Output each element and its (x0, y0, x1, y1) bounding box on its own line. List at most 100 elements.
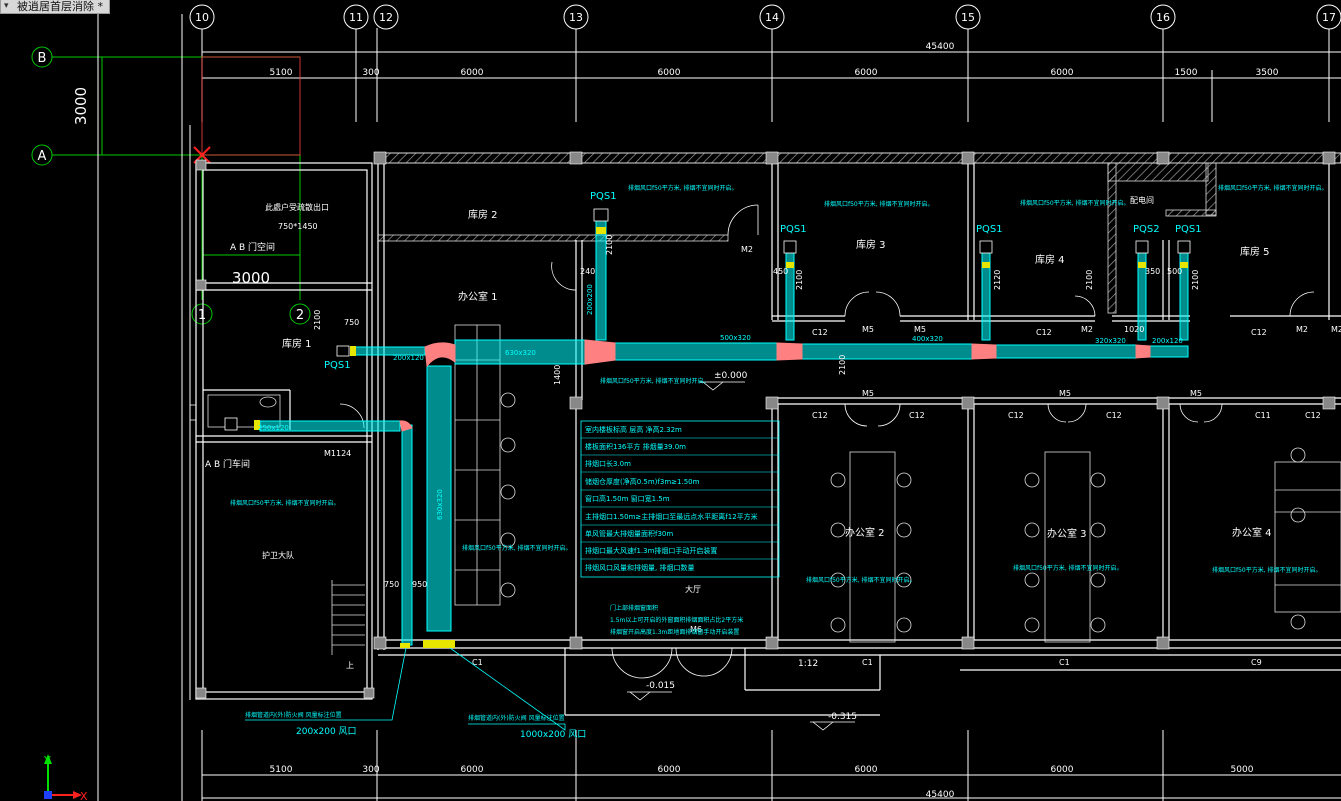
hatched-wall-seg (1165, 209, 1217, 217)
door-swings (190, 204, 1315, 679)
drawing-tab[interactable]: ▾ 被逍居首层消除 * (0, 0, 110, 14)
dim-bottom-1: 300 (362, 765, 379, 775)
table-row: 窗口高1.50m 窗口宽1.5m (585, 494, 670, 503)
leader-lines (245, 647, 566, 731)
dim-bottom-0: 5100 (270, 765, 293, 775)
room-note-6: 排烟风口f50平方米, 排烟不宜同时开启。 (600, 377, 710, 385)
pipe-dim-0: 2100 (605, 235, 614, 255)
furniture (207, 324, 1341, 655)
room-label-lab3: 库房 3 (856, 238, 886, 251)
leader-size-2: 1000x200 风口 (520, 729, 586, 740)
room-note-1: 排烟风口f50平方米, 排烟不宜同时开启。 (628, 184, 738, 192)
dim-top-0: 5100 (270, 68, 293, 78)
pipe-dim-13: 500 (1167, 267, 1182, 276)
dim-bottom-4: 6000 (855, 765, 878, 775)
window-tag-3: C12 (812, 411, 828, 420)
table-row: 主排烟口1.50m≥主排烟口至最远点水平距离f12平方米 (585, 512, 758, 521)
room-label-office1: 办公室 1 (458, 290, 498, 303)
room-label-hall: 大厅 (685, 584, 701, 594)
hatched-wall-seg (1107, 162, 1117, 314)
pipe-dim-8: 750 (384, 580, 399, 589)
pqs-fans[interactable] (224, 208, 1191, 431)
grid-label-14: 14 (765, 11, 779, 24)
hall-note-1: 门上部排烟窗面积 (610, 604, 658, 612)
walls (195, 162, 1341, 716)
pipe-dim-9: 950 (412, 580, 427, 589)
top-hatched-wall (377, 152, 1341, 164)
elevation-zero: ±0.000 (714, 371, 748, 381)
duct-size-4: 200x120 (1152, 337, 1183, 345)
dim-bottom-6: 5000 (1231, 765, 1254, 775)
window-tag-5: C12 (1008, 411, 1024, 420)
grid-label-17: 17 (1322, 11, 1336, 24)
axis-lines (201, 28, 1330, 801)
elevation-minus315: -0.315 (828, 712, 857, 722)
grid-label-local-1: 1 (198, 308, 206, 323)
dim-top-4: 6000 (855, 68, 878, 78)
window-tag-4: C12 (909, 411, 925, 420)
spec-table[interactable]: 室内楼板标高 层高 净高2.32m 楼板面积136平方 排烟量39.0m 排烟口… (580, 420, 780, 578)
pipe-dim-6: 1400 (553, 365, 562, 385)
pipe-dim-5: 2100 (313, 310, 322, 330)
pipe-dim-11: 450 (773, 267, 788, 276)
pqs2-label: PQS2 (1133, 224, 1160, 235)
dim-bottom-2: 6000 (461, 765, 484, 775)
shelter-note: 此處户受疏散出口 (265, 202, 329, 212)
door-tag-m5-e: M5 (914, 325, 926, 334)
elevation-markers (627, 381, 855, 731)
duct-size-8: 200x200 (586, 284, 594, 315)
ucs-icon: Y X (43, 754, 88, 801)
duct-size-7: 250x120 (258, 424, 289, 432)
room-note-5: 排烟风口f50平方米, 排烟不宜同时开启。 (230, 499, 340, 507)
grid-label-A: A (38, 149, 47, 164)
window-tag-6: C12 (1106, 411, 1122, 420)
grid-label-13: 13 (569, 11, 583, 24)
room-note-2: 排烟风口f50平方米, 排烟不宜同时开启。 (824, 200, 934, 208)
green-grid (31, 46, 311, 325)
leader-note-2: 排烟管道内(外)防火阀 风量标注位置 (468, 714, 565, 722)
window-tag-2: C12 (1251, 328, 1267, 337)
window-tag-1: C12 (1036, 328, 1052, 337)
table-row: 楼板面积136平方 排烟量39.0m (585, 442, 686, 451)
grid-label-10: 10 (195, 11, 209, 24)
dim-bottom-3: 6000 (658, 765, 681, 775)
room-note-10: 排烟风口f50平方米, 排烟不宜同时开启。 (1212, 566, 1322, 574)
room-note-3: 排烟风口f50平方米, 排烟不宜同时开启。 (1020, 199, 1130, 207)
room-label-office2: 办公室 2 (845, 526, 885, 539)
door-tag-m1124: M1124 (324, 449, 351, 458)
ductwork[interactable] (259, 214, 1189, 646)
pqs1-label-e: PQS1 (324, 360, 351, 371)
dim-top-1: 300 (362, 68, 379, 78)
room-note-4: 排烟风口f50平方米, 排烟不宜同时开启。 (1218, 184, 1328, 192)
room-label-lab5: 库房 5 (1240, 245, 1270, 258)
door-tag-m5-b: M5 (862, 389, 874, 398)
door-tag-m2-b: M2 (1081, 325, 1093, 334)
hatched-wall-seg (1205, 162, 1217, 216)
leader-note-1: 排烟管道内(外)防火阀 风量标注位置 (245, 711, 342, 719)
room-label-ac: 配电间 (1130, 195, 1154, 205)
door-tag-m5-c: M5 (1059, 389, 1071, 398)
room-note-7: 排烟风口f50平方米, 排烟不宜同时开启。 (462, 544, 572, 552)
room-label-lab2: 库房 2 (468, 208, 498, 221)
door-tag-m5-a: M5 (862, 325, 874, 334)
grid-label-12: 12 (379, 11, 393, 24)
drawing-tab-label: 被逍居首层消除 * (17, 0, 103, 13)
dim-bottom-5: 6000 (1051, 765, 1074, 775)
grid-label-15: 15 (961, 11, 975, 24)
pipe-dim-12: 350 (1145, 267, 1160, 276)
dim-top-3: 6000 (658, 68, 681, 78)
axis-bubbles (189, 4, 1341, 30)
pqs1-label-b: PQS1 (780, 224, 807, 235)
grid-label-11: 11 (349, 11, 363, 24)
door-tag-m2-d: M2 (1331, 325, 1341, 334)
window-tag-10: C1 (862, 658, 873, 667)
tab-menu-icon[interactable]: ▾ (4, 1, 9, 11)
table-row: 排烟口最大风速f1.3m排烟口手动开启装置 (585, 546, 717, 555)
table-row: 室内楼板标高 层高 净高2.32m (585, 425, 682, 434)
shelter-size: 750*1450 (278, 222, 318, 231)
duct-size-3: 320x320 (1095, 337, 1126, 345)
ground-mark: 上 (346, 661, 354, 670)
door-tag-m6: M6 (690, 625, 702, 634)
window-tag-12: C9 (1251, 658, 1262, 667)
